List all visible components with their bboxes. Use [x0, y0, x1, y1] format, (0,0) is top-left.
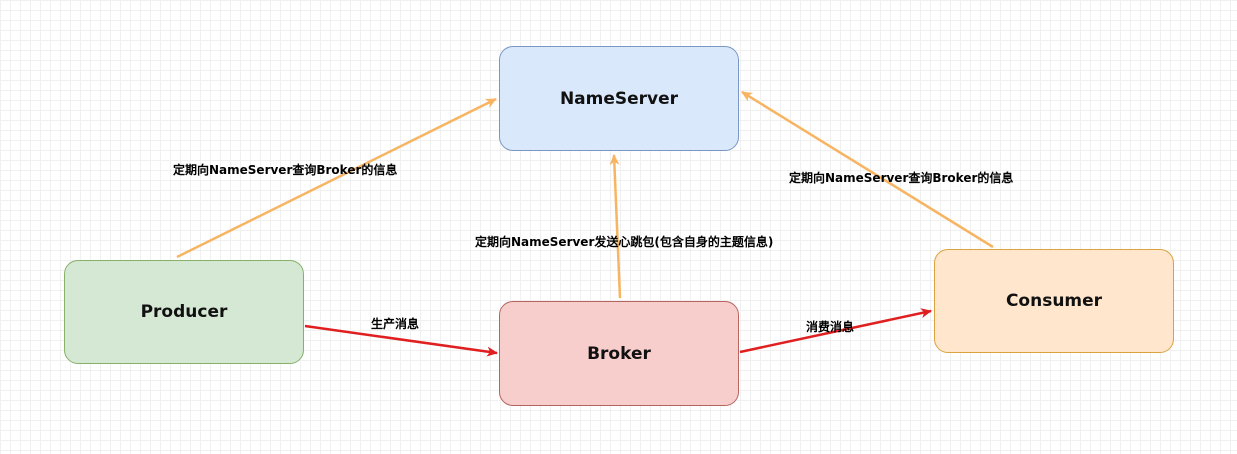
arrow-broker-to-consumer [739, 308, 932, 354]
arrow-producer-to-broker [304, 324, 498, 357]
broker-node-label: Broker [587, 343, 651, 364]
arrow-consumer-to-nameserver [741, 90, 994, 249]
nameserver-node[interactable]: NameServer [499, 46, 739, 151]
arrow-broker-to-nameserver [609, 154, 622, 299]
nameserver-node-label: NameServer [559, 88, 679, 109]
producer-node-label: Producer [140, 302, 228, 322]
consumer-node-label: Consumer [1005, 291, 1103, 311]
broker-node[interactable]: Broker [499, 301, 739, 406]
consumer-query-label: 定期向NameServer查询Broker的信息 [789, 171, 1014, 185]
producer-node[interactable]: Producer [64, 260, 304, 364]
consumer-node[interactable]: Consumer [934, 249, 1174, 353]
produce-message-label: 生产消息 [371, 317, 420, 331]
arrow-producer-to-nameserver [176, 97, 497, 259]
broker-heartbeat-label: 定期向NameServer发送心跳包(包含自身的主题信息) [475, 235, 774, 249]
consume-message-label: 消费消息 [806, 320, 855, 334]
producer-query-label: 定期向NameServer查询Broker的信息 [173, 163, 398, 177]
